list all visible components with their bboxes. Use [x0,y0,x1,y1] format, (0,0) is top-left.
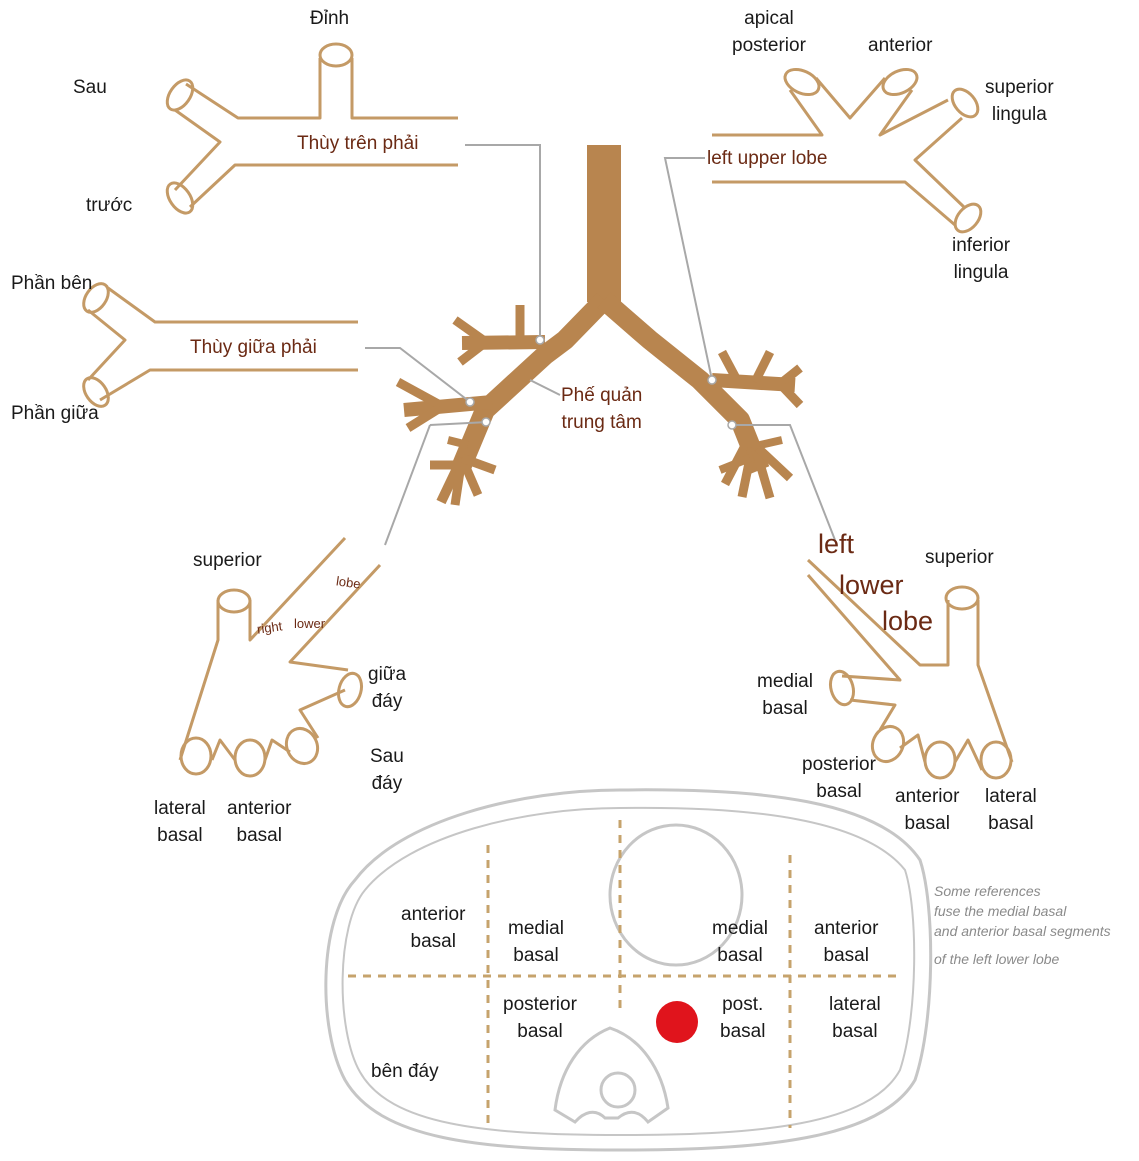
label-right-posterior-basal: Sau đáy [370,743,404,797]
label-superior-lingula: superior lingula [985,74,1054,128]
label-left-lower-superior: superior [925,544,994,571]
label-cs-left-medial-basal: medial basal [712,915,768,969]
label-posterior: posterior [732,32,806,59]
label-right-medial-basal: giữa đáy [368,661,406,715]
note-line-2: fuse the medial basal [934,901,1111,921]
label-right-upper-anterior: trước [86,192,132,219]
label-cs-left-anterior-basal: anterior basal [814,915,878,969]
label-cs-lateral: lateral [829,991,881,1018]
label-right-middle-medial: Phần giữa [11,400,99,427]
label-right-anterior-basal: anterior basal [227,795,291,849]
label-posterior-2: posterior [802,751,876,778]
label-medial: medial [757,668,813,695]
label-lingula-2: lingula [952,259,1010,286]
label-cs-right-posterior-basal: posterior basal [503,991,577,1045]
label-giua: giữa [368,661,406,688]
note-line-3: and anterior basal segments [934,921,1111,941]
label-cs-basal-5: basal [814,942,878,969]
label-basal-6: basal [985,810,1037,837]
label-cs-posterior: posterior [503,991,577,1018]
label-left-lateral-basal: lateral basal [985,783,1037,837]
label-cs-post: post. [720,991,765,1018]
label-inferior: inferior [952,232,1010,259]
label-central-bronchus: Phế quản trung tâm [561,382,642,436]
label-cs-anterior-2: anterior [814,915,878,942]
label-right-middle-lobe: Thùy giữa phải [190,334,317,361]
label-lateral-2: lateral [985,783,1037,810]
label-basal: basal [154,822,206,849]
label-right-upper-apical: Đỉnh [310,5,349,32]
body-outline [326,790,931,1150]
label-anterior: anterior [227,795,291,822]
label-cs-basal: basal [401,928,465,955]
label-cs-anterior: anterior [401,901,465,928]
label-right-middle-lateral: Phần bên [11,270,92,297]
label-cs-basal-4: basal [712,942,768,969]
label-cs-basal-2: basal [508,942,564,969]
label-cs-right-lateral-basal: bên đáy [371,1058,439,1085]
label-central-line1: Phế quản [561,382,642,409]
label-right-lateral-basal: lateral basal [154,795,206,849]
label-left-medial-basal: medial basal [757,668,813,722]
label-left-upper-apical-posterior: apical posterior [732,5,806,59]
label-right-upper-posterior: Sau [73,74,107,101]
label-right-lower-word-lobe: lobe [335,573,362,592]
label-inferior-lingula: inferior lingula [952,232,1010,286]
label-cs-medial-2: medial [712,915,768,942]
label-right-lower-superior: superior [193,547,262,574]
segment-outlines [79,44,1012,778]
label-anterior-2: anterior [895,783,959,810]
label-left-lower-word-left: left [818,527,854,561]
label-lingula: lingula [985,101,1054,128]
label-day: đáy [368,688,406,715]
label-basal-2: basal [227,822,291,849]
side-note: Some references fuse the medial basal an… [934,881,1111,969]
label-basal-3: basal [757,695,813,722]
label-cs-basal-6: basal [720,1018,765,1045]
label-lateral: lateral [154,795,206,822]
label-cs-basal-7: basal [829,1018,881,1045]
label-left-anterior-basal: anterior basal [895,783,959,837]
label-cs-right-anterior-basal: anterior basal [401,901,465,955]
label-basal-4: basal [802,778,876,805]
label-left-upper-lobe: left upper lobe [707,145,827,172]
label-sau: Sau [370,743,404,770]
label-basal-5: basal [895,810,959,837]
label-cs-medial: medial [508,915,564,942]
red-marker [656,1001,698,1043]
label-cs-left-lateral-basal: lateral basal [829,991,881,1045]
cross-section [326,790,931,1150]
label-apical: apical [732,5,806,32]
label-left-upper-anterior: anterior [868,32,932,59]
label-left-lower-word-lower: lower [839,568,904,602]
label-cs-right-medial-basal: medial basal [508,915,564,969]
label-left-posterior-basal: posterior basal [802,751,876,805]
label-right-lower-word-lower: lower [294,616,325,632]
label-superior: superior [985,74,1054,101]
label-cs-basal-3: basal [503,1018,577,1045]
label-right-upper-lobe: Thùy trên phải [297,130,418,157]
note-line-1: Some references [934,881,1111,901]
label-left-lower-word-lobe: lobe [882,604,933,638]
label-day-2: đáy [370,770,404,797]
central-bronchial-tree [398,145,800,505]
note-line-4: of the left lower lobe [934,949,1111,969]
label-cs-left-post-basal: post. basal [720,991,765,1045]
label-central-line2: trung tâm [561,409,642,436]
